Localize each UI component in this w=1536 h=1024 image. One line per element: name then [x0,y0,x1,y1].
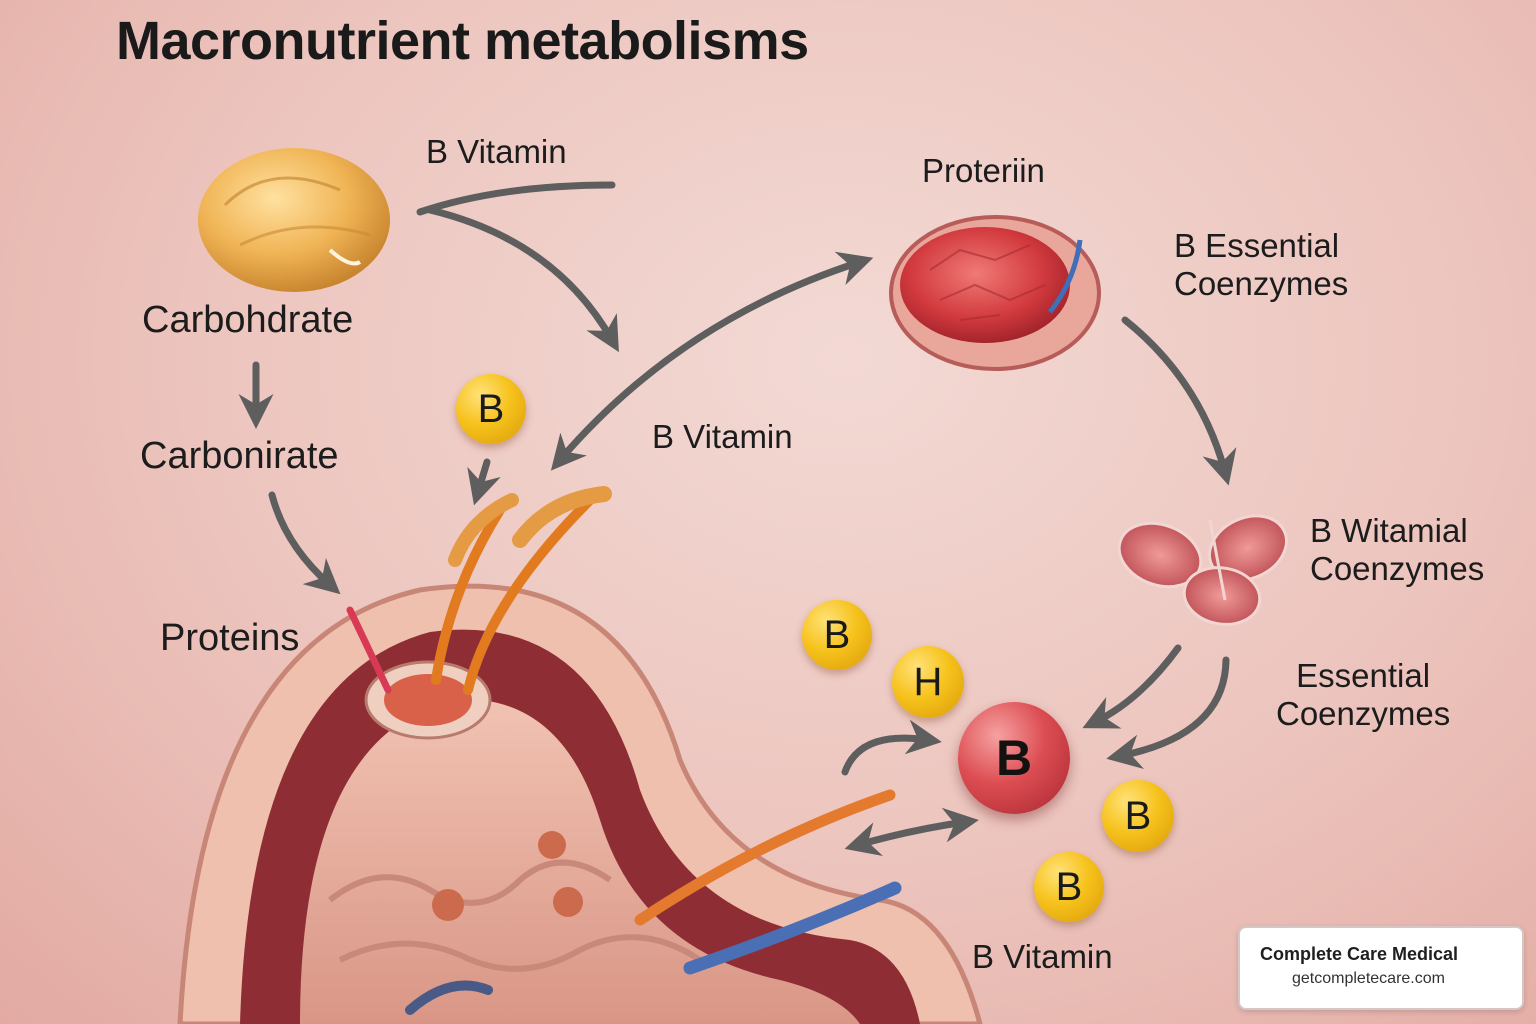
brand-url[interactable]: getcompletecare.com [1292,970,1445,987]
label-line-1: Essential [1296,657,1431,694]
vitamin-b-coin: B [456,374,526,444]
potato-illustration [198,148,390,292]
arrow-carbonirate-to-proteins [268,491,341,595]
vitamin-b-coin: B [1102,780,1174,852]
label-essential-coenzymes: Essential Coenzymes [1276,657,1450,733]
arrow-slices-to-b-left [1082,644,1182,729]
label-b-essential-coenzymes: B Essential Coenzymes [1174,227,1348,303]
brand-card[interactable]: Complete Care Medical getcompletecare.co… [1238,926,1524,1010]
label-b-vitamin-top: B Vitamin [426,133,567,170]
label-proteins: Proteins [160,617,300,659]
page-title: Macronutrient metabolisms [116,11,809,71]
muscle-slices-illustration [1117,514,1288,626]
arrow-potato-to-center [426,206,619,353]
label-protein: Proteriin [922,152,1045,189]
label-carbohydrate: Carbohdrate [142,299,354,341]
brand-name: Complete Care Medical [1260,944,1459,964]
vitamin-b-coin: B [802,600,872,670]
vitamin-h-coin: H [892,646,964,718]
arrow-top-line [416,181,616,216]
arrow-slices-to-b-right [1106,656,1230,770]
label-b-vitamin-bottom: B Vitamin [972,938,1113,975]
vitamin-b-main-sphere: B [958,702,1070,814]
label-carbonirate: Carbonirate [140,435,339,477]
arrow-center-to-meat [550,251,874,471]
brand-logo [1456,964,1510,974]
vitamin-b-coin: B [1034,852,1104,922]
label-line-2: Coenzymes [1174,264,1349,302]
arrow-curl-to-b [841,719,942,776]
intestine-cross-section-illustration [177,486,983,1024]
label-line-1: B Essential [1174,227,1340,264]
label-line-2: Coenzymes [1276,694,1451,732]
label-line-1: B Witamial [1310,512,1468,549]
label-b-witamial-coenzymes: B Witamial Coenzymes [1310,512,1484,588]
label-b-vitamin-mid: B Vitamin [652,418,793,455]
arrow-b-coin-down [467,458,501,506]
arrow-double-gut-b [844,807,979,856]
meat-illustration [889,215,1101,371]
label-line-2: Coenzymes [1310,549,1485,587]
arrows [238,181,1237,856]
arrow-meat-to-slices [1121,316,1237,486]
